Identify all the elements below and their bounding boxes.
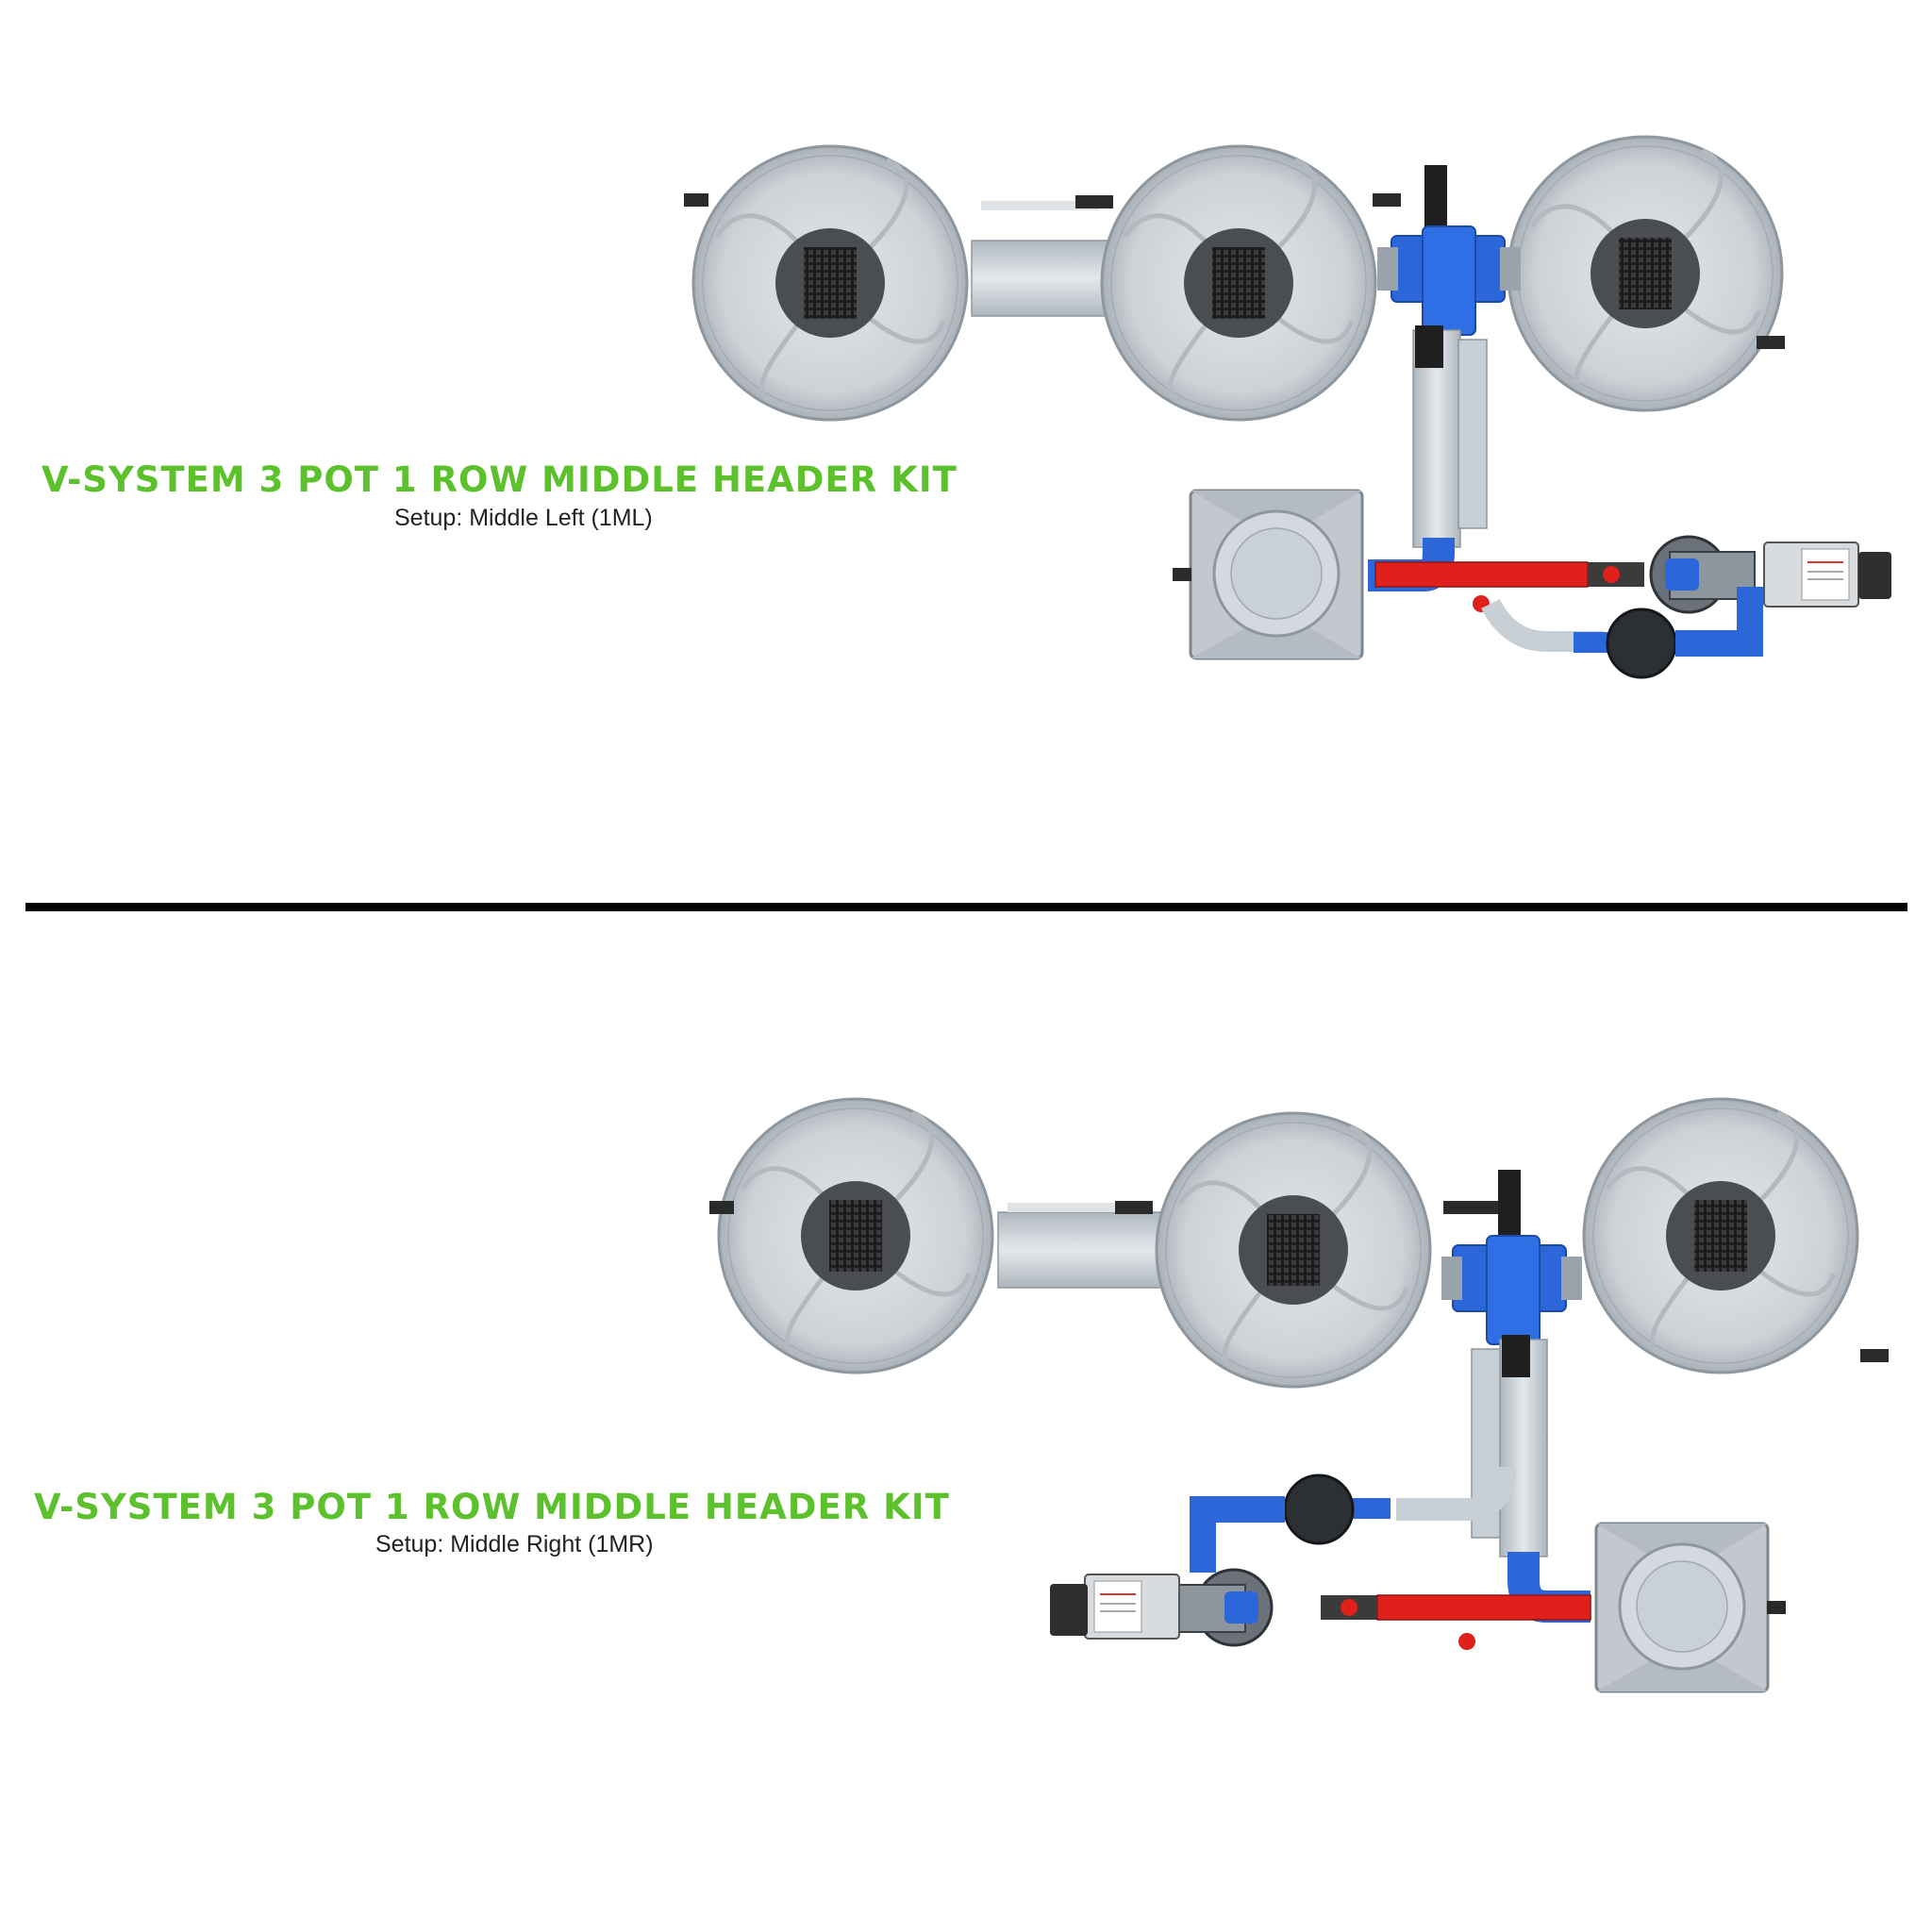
setup-title: V-SYSTEM 3 POT 1 ROW MIDDLE HEADER KIT (34, 1487, 950, 1527)
fitting-icon (709, 1170, 1889, 1362)
middle-right-system-diagram (709, 1097, 1889, 1693)
valve-handle-icon (1603, 566, 1620, 583)
setup-middle-left: V-SYSTEM 3 POT 1 ROW MIDDLE HEADER KIT S… (0, 0, 1932, 906)
ball-valve-icon (1458, 1633, 1475, 1650)
section-divider (25, 903, 1907, 911)
controller-icon (1050, 1574, 1180, 1640)
valve-icon (1415, 325, 1443, 368)
pump-inlet-pipe-icon (1675, 587, 1763, 657)
corrugated-hose-icon (997, 1211, 1164, 1289)
setup-title: V-SYSTEM 3 POT 1 ROW MIDDLE HEADER KIT (42, 459, 958, 500)
pump-icon (1159, 1568, 1274, 1647)
middle-left-system-diagram (684, 135, 1891, 679)
header-manifold-icon (1377, 225, 1521, 336)
setup-subtitle: Setup: Middle Left (1ML) (394, 505, 653, 531)
drain-hose-icon (1396, 1466, 1516, 1521)
setup-middle-right: V-SYSTEM 3 POT 1 ROW MIDDLE HEADER KIT S… (0, 920, 1932, 1932)
pot-1-icon (691, 144, 969, 422)
reservoir-icon (1173, 489, 1364, 660)
drain-hose-icon (1481, 598, 1604, 652)
coupling-icon (1351, 1498, 1391, 1519)
controller-icon (1763, 541, 1891, 608)
pot-3-icon (1582, 1097, 1859, 1374)
pump-inlet-pipe-icon (1190, 1496, 1285, 1573)
setup-subtitle: Setup: Middle Right (1MR) (375, 1531, 654, 1557)
pot-1-icon (717, 1097, 994, 1374)
pot-3-icon (1507, 135, 1784, 412)
pot-2-icon (1100, 144, 1377, 422)
coupling-icon (1574, 632, 1613, 653)
supply-line-red-icon (1374, 561, 1589, 588)
header-manifold-icon (1441, 1235, 1582, 1345)
pot-2-icon (1155, 1111, 1432, 1389)
filter-icon (1283, 1474, 1355, 1545)
supply-line-red-icon (1376, 1594, 1591, 1621)
filter-icon (1606, 608, 1677, 679)
corrugated-hose-icon (971, 240, 1119, 317)
valve-handle-icon (1341, 1599, 1357, 1616)
fitting-icon (684, 165, 1785, 349)
return-hose-icon (1457, 339, 1488, 529)
reservoir-icon (1594, 1522, 1786, 1693)
valve-icon (1502, 1335, 1530, 1377)
